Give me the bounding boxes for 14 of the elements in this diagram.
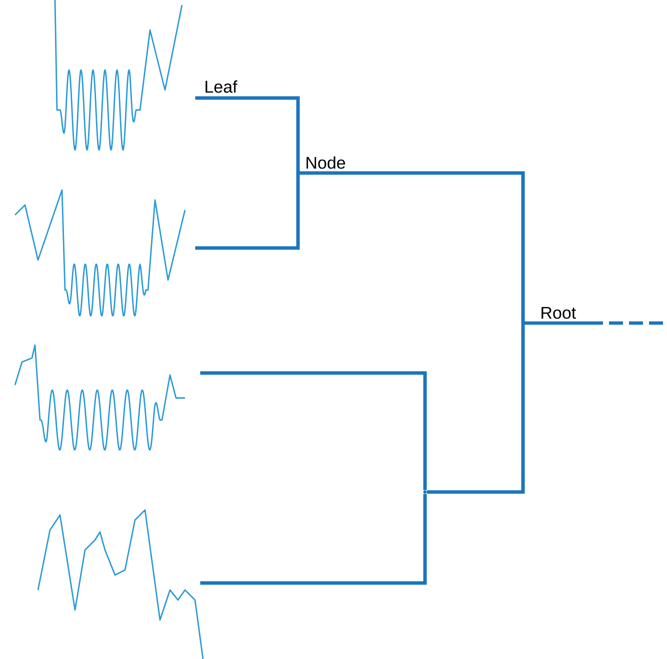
waveform-drawing [14,189,186,316]
connector-line [298,171,525,323]
connector-line [200,494,427,585]
connector-line [195,173,300,250]
node-label: Root [542,306,576,319]
waveform-drawing [54,0,183,151]
waveform-drawing [37,509,204,659]
node-label: Node [306,156,346,169]
connector-line [200,371,427,490]
waveform-drawing [14,344,186,450]
connector-line [195,96,300,173]
connector-line [426,323,525,494]
junction-point [423,490,427,494]
edge-label: Leaf [203,79,238,94]
